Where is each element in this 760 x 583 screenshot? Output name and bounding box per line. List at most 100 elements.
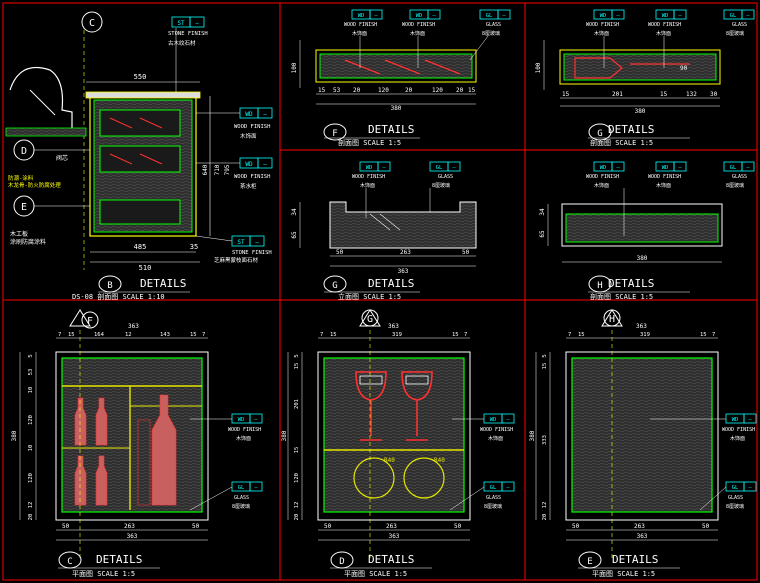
svg-text:15: 15: [318, 87, 326, 94]
callout-bubble-c: [81, 11, 103, 33]
svg-text:263: 263: [386, 523, 397, 530]
svg-text:WD: WD: [732, 417, 739, 423]
panel-c-subtitle: 平面图 SCALE 1:5: [72, 570, 135, 578]
svg-text:GLASS: GLASS: [438, 174, 453, 180]
svg-text:100: 100: [535, 62, 542, 73]
svg-text:WD: WD: [245, 161, 253, 168]
panel-h-subtitle: 剖面图 SCALE 1:5: [590, 292, 653, 301]
g-dims-row: 15 201 15 132 30: [562, 91, 718, 98]
c-bottles: [74, 394, 177, 506]
svg-text:木饰面: 木饰面: [360, 182, 375, 189]
dim-h2: 710: [214, 164, 221, 175]
svg-text:—: —: [254, 417, 258, 423]
svg-text:53: 53: [333, 87, 341, 94]
svg-text:12: 12: [294, 502, 300, 509]
svg-text:GL: GL: [486, 13, 493, 19]
h-outline: [561, 203, 723, 247]
f-dim-total: 380: [391, 105, 402, 112]
svg-text:5: 5: [28, 354, 34, 357]
tag-wd-b2: WD — WOOD FINISH 茶水柜: [196, 157, 273, 190]
svg-text:茶水柜: 茶水柜: [240, 182, 257, 190]
dim-bottom-2: 35: [190, 243, 198, 251]
svg-text:15: 15: [330, 332, 337, 338]
panel-f-section: 100 15 53 20 120 20 120 20 15 380 WD — W…: [291, 9, 511, 147]
svg-text:—: —: [263, 111, 267, 118]
panel-h-title: DETAILS: [608, 277, 654, 290]
svg-text:8厘玻璃: 8厘玻璃: [726, 503, 744, 510]
d-cabinet: [323, 357, 465, 513]
panel-e-title: DETAILS: [612, 553, 658, 566]
dim-h1: 640: [202, 164, 209, 175]
svg-text:15: 15: [294, 363, 300, 370]
h-tags: WD — WOOD FINISH 木饰面 WD — WOOD FINISH 木饰…: [586, 161, 755, 236]
panel-e-letter: E: [587, 557, 592, 567]
svg-text:GL: GL: [730, 13, 737, 19]
svg-text:WD: WD: [358, 13, 365, 19]
c-mark: F: [69, 309, 99, 329]
svg-text:7: 7: [202, 332, 205, 338]
svg-text:GLASS: GLASS: [728, 495, 743, 501]
svg-text:319: 319: [640, 332, 650, 338]
svg-text:363: 363: [127, 533, 138, 540]
svg-text:木饰面: 木饰面: [594, 30, 609, 37]
svg-text:201: 201: [612, 91, 623, 98]
g-dim-ws: 90: [680, 65, 688, 72]
svg-text:12: 12: [125, 332, 132, 338]
svg-text:65: 65: [291, 231, 298, 239]
svg-text:WD: WD: [416, 13, 423, 19]
svg-text:GL: GL: [436, 165, 443, 171]
svg-text:—: —: [502, 13, 506, 19]
svg-text:GLASS: GLASS: [486, 495, 501, 501]
svg-text:WOOD FINISH: WOOD FINISH: [234, 174, 270, 180]
panel-f-title: DETAILS: [368, 123, 414, 136]
svg-text:8厘玻璃: 8厘玻璃: [484, 503, 502, 510]
svg-text:古木纹石材: 古木纹石材: [168, 39, 196, 47]
svg-text:263: 263: [400, 249, 411, 256]
svg-text:15: 15: [542, 363, 548, 370]
svg-text:363: 363: [388, 323, 399, 330]
c-top-dims: 7 15 164 12 143 15 7 363: [58, 323, 205, 338]
svg-text:GLASS: GLASS: [732, 174, 747, 180]
svg-text:8厘玻璃: 8厘玻璃: [482, 30, 500, 37]
svg-text:10: 10: [28, 387, 34, 394]
svg-text:20: 20: [542, 514, 548, 521]
panel-c-plan: F 7 15 164 12 143 15 7 363 5 53 10 120 1…: [11, 309, 263, 578]
svg-text:WOOD FINISH: WOOD FINISH: [480, 427, 513, 433]
tag-wd-b1: WD — WOOD FINISH 木饰面: [196, 107, 273, 140]
svg-text:319: 319: [392, 332, 402, 338]
c-left-dims: 5 53 10 120 10 120 12 20 380: [11, 354, 34, 520]
note-board: 木工板: [10, 230, 28, 238]
svg-text:STONE FINISH: STONE FINISH: [168, 31, 208, 37]
panel-g-title: DETAILS: [608, 123, 654, 136]
e-tags: WD — WOOD FINISH 木饰面 GL — GLASS 8厘玻璃: [650, 413, 757, 511]
f-tags: WD — WOOD FINISH 木饰面 WD — WOOD FINISH 木饰…: [344, 9, 511, 68]
svg-text:WD: WD: [245, 111, 253, 118]
note-core: 阀芯: [56, 154, 68, 162]
panel-g2-elevation: 34 65 50 263 50 363 WD — WOOD FINISH 木饰面…: [291, 161, 477, 301]
faucet-outline: [9, 66, 73, 133]
panel-d-title: DETAILS: [368, 553, 414, 566]
dim-top: 550: [134, 73, 147, 81]
svg-text:ST: ST: [237, 239, 245, 246]
svg-text:F: F: [87, 316, 93, 327]
callout-c-label: C: [89, 18, 95, 29]
svg-text:8厘玻璃: 8厘玻璃: [726, 30, 744, 37]
svg-text:GL: GL: [490, 485, 497, 491]
svg-text:263: 263: [634, 523, 645, 530]
svg-text:20: 20: [405, 87, 413, 94]
svg-text:7: 7: [464, 332, 467, 338]
panel-c-title: DETAILS: [96, 553, 142, 566]
svg-text:7: 7: [58, 332, 61, 338]
svg-text:WOOD FINISH: WOOD FINISH: [648, 174, 681, 180]
stone-top: [85, 91, 201, 99]
svg-text:WOOD FINISH: WOOD FINISH: [648, 22, 681, 28]
d-bottle-circle-2: [403, 457, 445, 499]
svg-text:WD: WD: [366, 165, 373, 171]
svg-text:—: —: [506, 485, 510, 491]
svg-text:20: 20: [294, 514, 300, 521]
note-1: 防潮-涂料: [8, 174, 34, 182]
svg-text:143: 143: [160, 332, 170, 338]
svg-text:—: —: [374, 13, 378, 19]
svg-text:8厘玻璃: 8厘玻璃: [232, 503, 250, 510]
